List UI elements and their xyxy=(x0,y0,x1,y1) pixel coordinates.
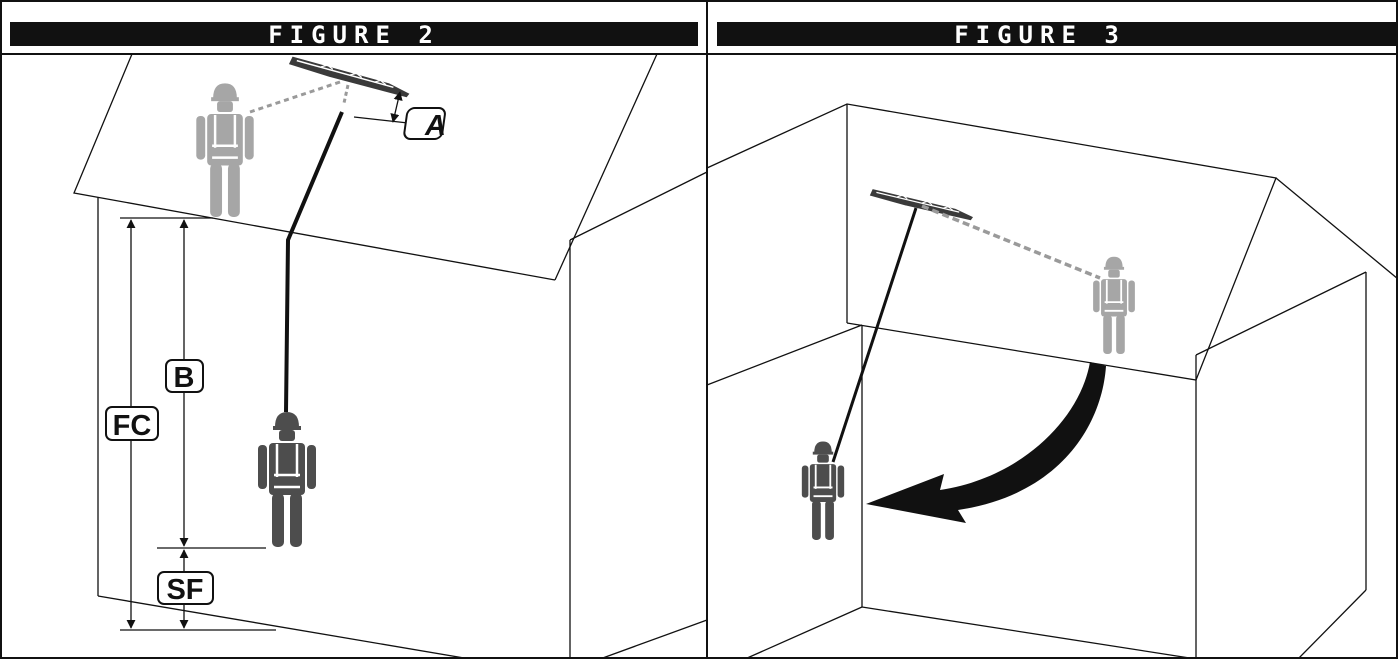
figure-2-header-bar xyxy=(10,22,698,46)
swing-arrow xyxy=(866,362,1106,523)
lifeline-3 xyxy=(831,207,918,463)
label-a: A xyxy=(424,110,446,142)
dim-a-arrow xyxy=(390,91,403,123)
figure-2-panel: FIGURE 2 A xyxy=(10,21,708,659)
worker-swinging-3 xyxy=(800,440,846,541)
lanyard-dashed xyxy=(249,80,341,114)
label-sf: SF xyxy=(166,574,203,606)
lifeline xyxy=(284,111,344,413)
lanyard-dashed-3 xyxy=(921,204,1101,280)
figure-3-header-bar xyxy=(717,22,1398,46)
figure-3-house xyxy=(706,103,1398,659)
worker-suspended xyxy=(256,410,318,549)
worker-standing xyxy=(195,82,255,219)
lifeline-short-dash xyxy=(342,84,350,104)
worker-standing-3 xyxy=(1092,255,1136,355)
roof-anchor-device xyxy=(286,55,413,99)
figure-2-title: FIGURE 2 xyxy=(268,21,440,49)
label-a-box: A xyxy=(403,107,446,142)
figure-3-title: FIGURE 3 xyxy=(954,21,1126,49)
figure-2-house xyxy=(73,53,708,659)
label-sf-box: SF xyxy=(157,571,214,606)
label-b: B xyxy=(174,362,195,394)
roof-anchor-device-3 xyxy=(867,188,976,222)
figure-3-panel: FIGURE 3 xyxy=(706,21,1398,659)
label-fc: FC xyxy=(113,410,152,442)
label-b-box: B xyxy=(165,359,204,394)
label-fc-box: FC xyxy=(105,406,159,442)
